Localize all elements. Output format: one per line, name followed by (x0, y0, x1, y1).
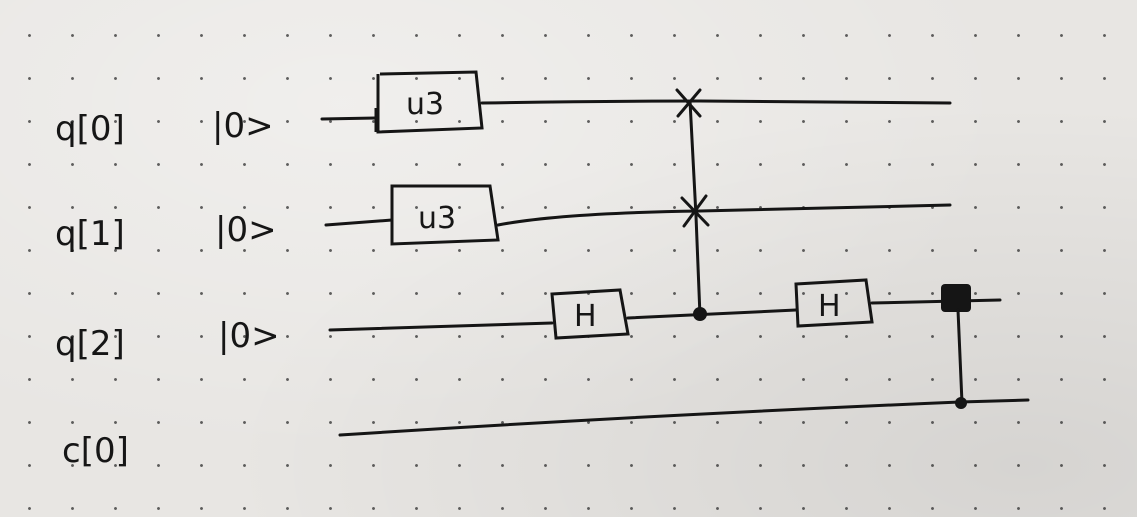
gate-h-q2-second: H (794, 278, 874, 328)
qubit-state-0: |0> (212, 106, 274, 146)
gate-label: H (818, 289, 841, 324)
gate-box (794, 278, 874, 328)
gate-box (390, 184, 500, 246)
wire-q1-in (324, 218, 394, 227)
wires (320, 99, 1030, 437)
register-labels: q[0] q[1] q[2] c[0] (55, 109, 129, 471)
qubit-state-2: |0> (218, 316, 280, 356)
gate-box (550, 288, 630, 340)
wire-q2-a (328, 321, 554, 332)
measurement (941, 284, 971, 409)
measure-line (956, 308, 964, 405)
wire-q1-out (496, 203, 952, 227)
classical-dot (955, 397, 967, 409)
measure-box (941, 284, 971, 312)
controlled-swap (675, 88, 710, 321)
wire-q0-out (480, 99, 952, 105)
gate-label: u3 (406, 87, 444, 122)
swap-control-dot (693, 307, 707, 321)
gate-label: H (574, 299, 597, 334)
gate-u3-q1: u3 (390, 184, 500, 246)
wire-q2-c (870, 298, 1002, 305)
qubit-label-1: q[1] (55, 214, 125, 254)
swap-cross-q1 (680, 194, 710, 228)
qubit-label-0: q[0] (55, 109, 125, 149)
gate-box (374, 70, 484, 134)
gate-u3-q0: u3 (374, 70, 484, 134)
gate-h-q2-first: H (550, 288, 630, 340)
classical-label-0: c[0] (62, 431, 129, 471)
gate-label: u3 (418, 201, 456, 236)
qubit-state-1: |0> (215, 210, 277, 250)
wire-c0 (338, 398, 1030, 437)
swap-vertical-line (688, 99, 702, 318)
initial-states: |0> |0> |0> (212, 106, 280, 356)
qubit-label-2: q[2] (55, 324, 125, 364)
wire-q2-b (626, 308, 798, 320)
swap-cross-q0 (675, 88, 702, 118)
wire-q0-in (320, 116, 378, 121)
